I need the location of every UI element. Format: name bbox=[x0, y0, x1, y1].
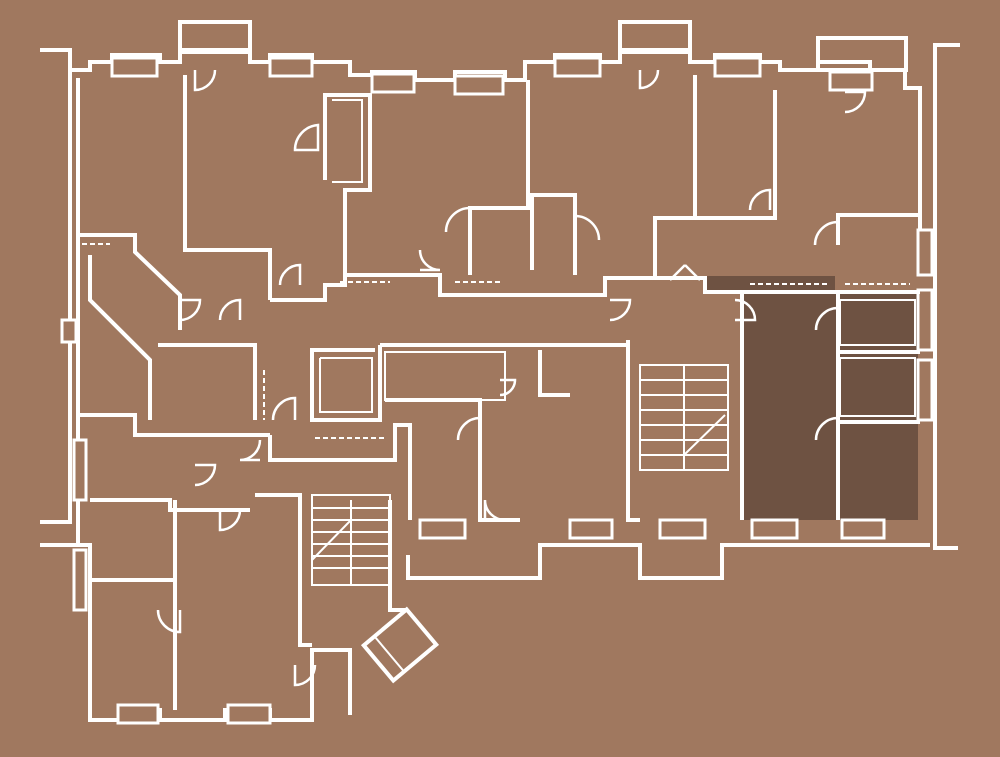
entrance-vestibule bbox=[360, 606, 440, 684]
stairwell-left bbox=[311, 494, 391, 586]
door[interactable] bbox=[814, 306, 840, 331]
window bbox=[916, 358, 934, 422]
interior-wall bbox=[530, 193, 577, 275]
door[interactable] bbox=[444, 206, 472, 233]
radiators bbox=[82, 243, 910, 439]
door[interactable] bbox=[684, 264, 701, 281]
interior-wall bbox=[343, 75, 697, 297]
window bbox=[60, 318, 78, 344]
window bbox=[110, 56, 159, 78]
interior-wall bbox=[655, 276, 920, 294]
interior-wall bbox=[78, 233, 182, 330]
door[interactable] bbox=[271, 396, 297, 421]
bay-window-top-center bbox=[618, 20, 692, 54]
window bbox=[916, 288, 934, 352]
window bbox=[226, 703, 272, 725]
stair-diagonal bbox=[683, 414, 726, 456]
vestibule-divider bbox=[373, 635, 405, 673]
door[interactable] bbox=[179, 298, 202, 322]
window bbox=[840, 518, 886, 540]
elevator-shaft bbox=[384, 351, 506, 401]
window bbox=[268, 56, 314, 78]
interior-wall bbox=[183, 75, 272, 300]
door[interactable] bbox=[638, 69, 660, 90]
interior-wall bbox=[310, 345, 382, 422]
window bbox=[418, 518, 467, 540]
window bbox=[72, 438, 88, 502]
interior-wall bbox=[270, 93, 372, 302]
exterior-walls bbox=[40, 20, 960, 722]
interior-wall bbox=[78, 413, 270, 437]
highlighted-room-corridor[interactable] bbox=[742, 292, 838, 520]
interior-wall bbox=[468, 80, 530, 275]
door[interactable] bbox=[156, 609, 182, 634]
bay-window-top-left bbox=[178, 20, 252, 54]
windows bbox=[60, 56, 934, 725]
door[interactable] bbox=[748, 188, 772, 211]
interior-wall bbox=[538, 350, 570, 397]
bath-block bbox=[839, 299, 916, 346]
door[interactable] bbox=[456, 416, 482, 441]
door[interactable] bbox=[193, 69, 217, 92]
doors[interactable] bbox=[156, 69, 867, 687]
shaft bbox=[384, 299, 916, 417]
door[interactable] bbox=[194, 463, 217, 487]
highlighted-apartment[interactable] bbox=[705, 276, 918, 520]
door[interactable] bbox=[814, 416, 840, 441]
interior-wall bbox=[158, 343, 257, 420]
interior-wall bbox=[90, 498, 250, 512]
window bbox=[828, 70, 874, 92]
door[interactable] bbox=[239, 439, 262, 462]
window bbox=[713, 56, 762, 78]
door[interactable] bbox=[499, 378, 517, 397]
door[interactable] bbox=[218, 298, 242, 321]
window bbox=[658, 518, 707, 540]
window bbox=[453, 74, 505, 96]
window bbox=[750, 518, 799, 540]
bath-block bbox=[839, 357, 916, 417]
partition bbox=[332, 99, 363, 183]
exterior-wall-left bbox=[40, 70, 72, 524]
door[interactable] bbox=[218, 509, 242, 532]
interior-wall bbox=[695, 90, 777, 220]
door[interactable] bbox=[418, 249, 441, 272]
interior-wall bbox=[88, 255, 152, 420]
interior-wall bbox=[268, 423, 412, 520]
interior-wall bbox=[836, 213, 920, 245]
exterior-wall-top bbox=[40, 48, 922, 270]
window bbox=[553, 56, 602, 78]
highlighted-room-bottom[interactable] bbox=[838, 422, 918, 520]
bay-window-top-right bbox=[816, 36, 908, 72]
highlighted-room-middle[interactable] bbox=[838, 352, 918, 422]
door[interactable] bbox=[609, 298, 632, 322]
interior-wall bbox=[626, 340, 640, 522]
window bbox=[916, 228, 934, 277]
partition bbox=[319, 357, 373, 413]
exterior-wall-bottom-right bbox=[406, 543, 930, 580]
exterior-wall-left-inner bbox=[76, 78, 352, 722]
interior-wall bbox=[255, 493, 312, 647]
stair-diagonal bbox=[311, 519, 352, 561]
vestibule-frame bbox=[360, 606, 440, 684]
highlighted-room-top[interactable] bbox=[838, 292, 918, 352]
window bbox=[370, 72, 416, 94]
window bbox=[568, 518, 614, 540]
door[interactable] bbox=[573, 214, 601, 241]
door[interactable] bbox=[734, 298, 757, 322]
exterior-wall-right bbox=[933, 43, 960, 550]
door[interactable] bbox=[293, 664, 317, 687]
door[interactable] bbox=[669, 264, 686, 281]
door[interactable] bbox=[483, 499, 506, 522]
interior-wall bbox=[385, 398, 520, 522]
door[interactable] bbox=[813, 220, 840, 246]
window bbox=[116, 703, 160, 725]
stairwell-right bbox=[639, 364, 729, 471]
door[interactable] bbox=[293, 123, 320, 152]
window bbox=[72, 548, 88, 612]
door[interactable] bbox=[844, 90, 867, 114]
door[interactable] bbox=[278, 263, 302, 286]
interior-wall bbox=[388, 500, 408, 612]
